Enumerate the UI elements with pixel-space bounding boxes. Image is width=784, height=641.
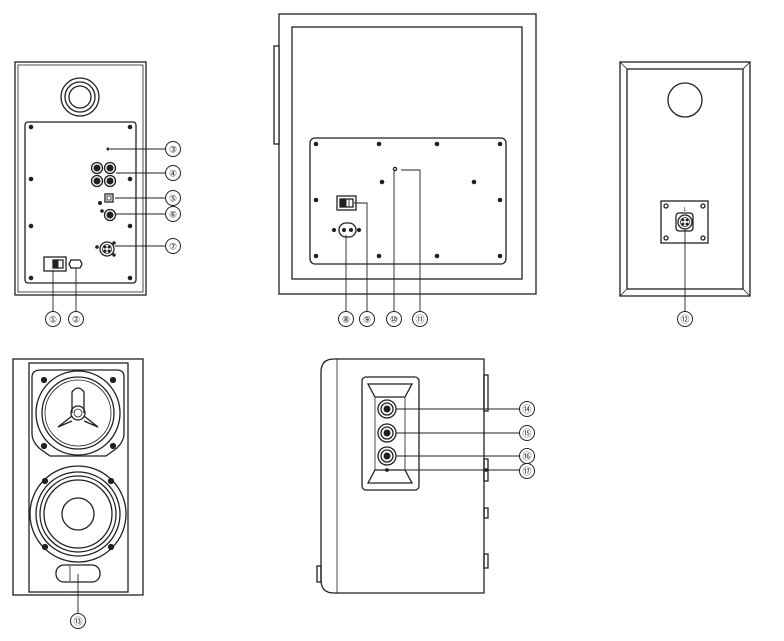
callout-6: ⑥ [165, 206, 181, 222]
side-jack-2 [377, 423, 397, 443]
closeup-power-socket [331, 222, 362, 238]
side-jack-3 [377, 446, 397, 466]
view1-leaders [52, 148, 166, 311]
closeup-panel-screws [313, 141, 503, 259]
closeup-power-switch [336, 195, 357, 211]
passive-terminal-label: L [684, 207, 687, 213]
speaker-front-view [12, 358, 144, 613]
view2-leaders [345, 169, 421, 311]
power-switch [43, 256, 67, 272]
callout-10: ⑩ [386, 311, 402, 327]
callout-5-label: ⑤ [169, 195, 177, 205]
passive-input-plate: L [660, 200, 709, 244]
callout-3-label: ③ [169, 146, 177, 156]
callout-7-label: ⑦ [169, 243, 177, 253]
passive-speaker-rear-view: L [619, 61, 751, 311]
callout-6-label: ⑥ [169, 211, 177, 221]
callout-13-label: ⑬ [73, 617, 82, 628]
side-jack-1 [377, 399, 397, 419]
callout-15-label: ⑮ [522, 429, 531, 440]
callout-2: ② [68, 311, 84, 327]
callout-9: ⑨ [359, 311, 375, 327]
side-input-panel [361, 376, 420, 491]
rear-panel-closeup-view [273, 13, 537, 311]
callout-17: ⑰ [519, 463, 535, 479]
callout-1: ① [45, 311, 61, 327]
view5-leaders [389, 408, 520, 471]
callout-11: ⑪ [412, 311, 428, 327]
speaker-output-connector [95, 241, 116, 257]
speaker-side-view [316, 358, 520, 594]
side-connector-tabs [483, 374, 489, 569]
coaxial-input [100, 208, 117, 222]
woofer [29, 465, 127, 563]
callout-1-label: ① [49, 316, 57, 326]
active-speaker-rear-view [14, 61, 166, 311]
callout-12: ⑫ [677, 311, 693, 327]
power-socket [68, 259, 83, 269]
callout-11-label: ⑪ [415, 315, 424, 326]
callout-2-label: ② [72, 316, 80, 326]
callout-7: ⑦ [165, 238, 181, 254]
callout-14-label: ⑭ [522, 405, 531, 416]
panel-screws [28, 124, 133, 281]
callout-5: ⑤ [165, 190, 181, 206]
optical-input [98, 193, 114, 205]
tweeter-port [60, 77, 100, 117]
callout-8: ⑧ [338, 311, 354, 327]
callout-3: ③ [165, 141, 181, 157]
callout-16: ⑯ [519, 448, 535, 464]
callout-14: ⑭ [519, 401, 535, 417]
callout-4-label: ④ [169, 170, 177, 180]
side-indicator [385, 468, 389, 472]
passive-port [667, 82, 703, 118]
callout-9-label: ⑨ [363, 316, 371, 326]
callout-15: ⑮ [519, 425, 535, 441]
callout-10-label: ⑩ [390, 316, 398, 326]
callout-16-label: ⑯ [522, 452, 531, 463]
callout-13: ⑬ [70, 613, 86, 629]
callout-4: ④ [165, 165, 181, 181]
indicator-led [106, 147, 110, 151]
callout-8-label: ⑧ [342, 316, 350, 326]
callout-17-label: ⑰ [522, 467, 531, 478]
tweeter [31, 369, 125, 457]
callout-12-label: ⑫ [680, 315, 689, 326]
rca-input-jacks [90, 161, 117, 188]
closeup-indicator [392, 166, 398, 172]
